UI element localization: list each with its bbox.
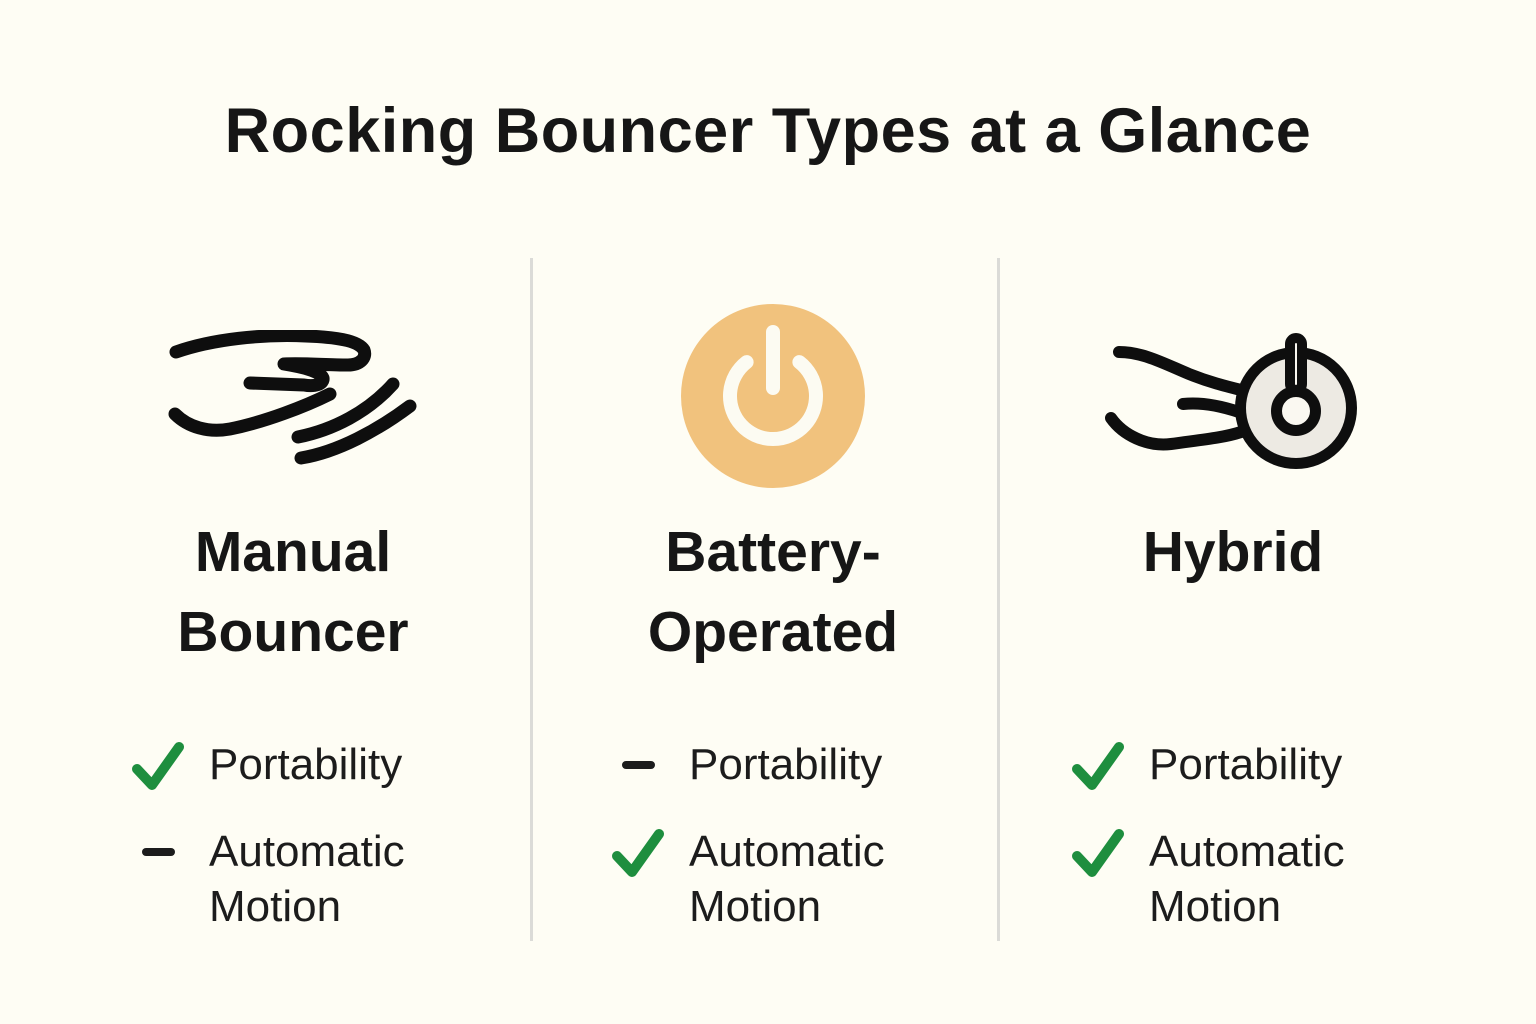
feature-label: Portability [1149,740,1343,789]
column-title-line1: Manual [194,520,392,584]
hand-power-button-icon [1003,328,1463,478]
feature-label: Portability [209,740,403,789]
dash-icon [621,761,655,769]
column-hybrid: Hybrid Portability [1003,250,1463,980]
dash-icon [609,737,667,769]
feature-label: Automatic Motion [1149,827,1345,931]
feature-list: Portability Automatic Motion [129,737,471,934]
page-title: Rocking Bouncer Types at a Glance [224,96,1312,166]
column-title-line2: Bouncer [177,600,409,664]
column-title-line1: Battery- [665,520,881,584]
column-divider-left [530,258,533,941]
column-title-line2: Operated [647,600,899,664]
feature-list: Portability Automatic Motion [1069,737,1411,934]
check-icon [129,737,187,791]
feature-row: Portability [129,737,471,792]
column-title: Hybrid [1003,512,1463,592]
feature-row: Portability [1069,737,1411,792]
feature-row: Automatic Motion [129,824,471,934]
feature-list: Portability Automatic Motion [609,737,951,934]
check-icon [609,824,667,878]
column-title-line1: Hybrid [1142,520,1324,584]
dash-icon [141,848,175,856]
feature-row: Portability [609,737,951,792]
column-title: Manual Bouncer [63,512,523,672]
feature-label: Automatic Motion [209,827,405,931]
feature-label: Portability [689,740,883,789]
feature-label: Automatic Motion [689,827,885,931]
column-battery-operated: Battery- Operated Portability [543,250,1003,980]
dash-icon [129,824,187,856]
power-button-icon [543,302,1003,490]
check-icon [1069,737,1127,791]
feature-row: Automatic Motion [1069,824,1411,934]
check-icon [1069,824,1127,878]
column-divider-right [997,258,1000,941]
hand-icon [63,330,523,475]
column-title: Battery- Operated [543,512,1003,672]
feature-row: Automatic Motion [609,824,951,934]
column-manual-bouncer: Manual Bouncer Portability [63,250,523,980]
